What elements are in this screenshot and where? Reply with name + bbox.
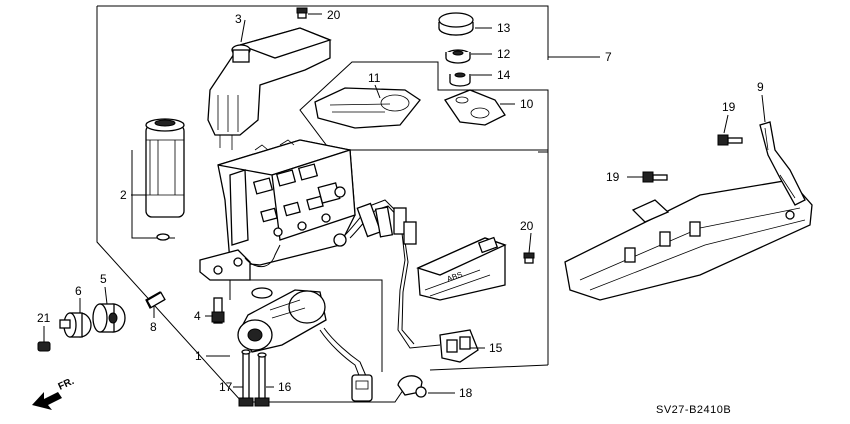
- drawing-code: SV27-B2410B: [656, 404, 731, 416]
- callout-12: 12: [497, 47, 511, 61]
- gasket-parts: [314, 87, 506, 129]
- accumulator: [145, 118, 185, 241]
- wire-harness: [333, 199, 441, 349]
- callouts: 3 20 7 13 12 14 11 10 9 19 19 20 2 4 5 6…: [37, 8, 764, 400]
- callout-16: 16: [278, 380, 292, 394]
- callout-6: 6: [75, 284, 82, 298]
- callout-2: 2: [120, 188, 127, 202]
- callout-4: 4: [194, 309, 201, 323]
- bolt-4: [211, 297, 225, 324]
- abs-control-unit: ABS: [416, 236, 507, 301]
- callout-10: 10: [520, 97, 534, 111]
- clip-18: [397, 375, 427, 398]
- callout-20-right: 20: [520, 219, 534, 233]
- cap-parts: [438, 12, 474, 87]
- callout-18: 18: [459, 386, 473, 400]
- connector: [439, 329, 479, 363]
- pump-motor: [237, 287, 373, 402]
- callout-9: 9: [757, 80, 764, 94]
- fr-arrow-icon: [32, 392, 62, 410]
- bracket-frame: [564, 121, 813, 301]
- callout-14: 14: [497, 68, 511, 82]
- callout-13: 13: [497, 21, 511, 35]
- callout-15: 15: [489, 341, 503, 355]
- small-bolts: [296, 7, 743, 264]
- mount-parts: [37, 291, 166, 352]
- front-direction-arrow: FR.: [32, 376, 76, 410]
- reservoir: [207, 27, 332, 150]
- leader-lines: [43, 13, 766, 394]
- callout-7: 7: [605, 50, 612, 64]
- callout-21: 21: [37, 311, 51, 325]
- callout-8: 8: [150, 320, 157, 334]
- callout-19-upper: 19: [722, 100, 736, 114]
- assembly-boundary: [96, 5, 549, 403]
- callout-3: 3: [235, 12, 242, 26]
- callout-1: 1: [195, 349, 202, 363]
- callout-5: 5: [100, 272, 107, 286]
- long-bolts: [238, 349, 270, 407]
- modulator-unit: [199, 139, 356, 281]
- callout-19-lower: 19: [606, 170, 620, 184]
- fr-label: FR.: [57, 376, 76, 393]
- callout-20-top: 20: [327, 8, 341, 22]
- callout-17: 17: [219, 380, 233, 394]
- callout-11: 11: [368, 71, 381, 85]
- gasket-subbox: [299, 61, 549, 151]
